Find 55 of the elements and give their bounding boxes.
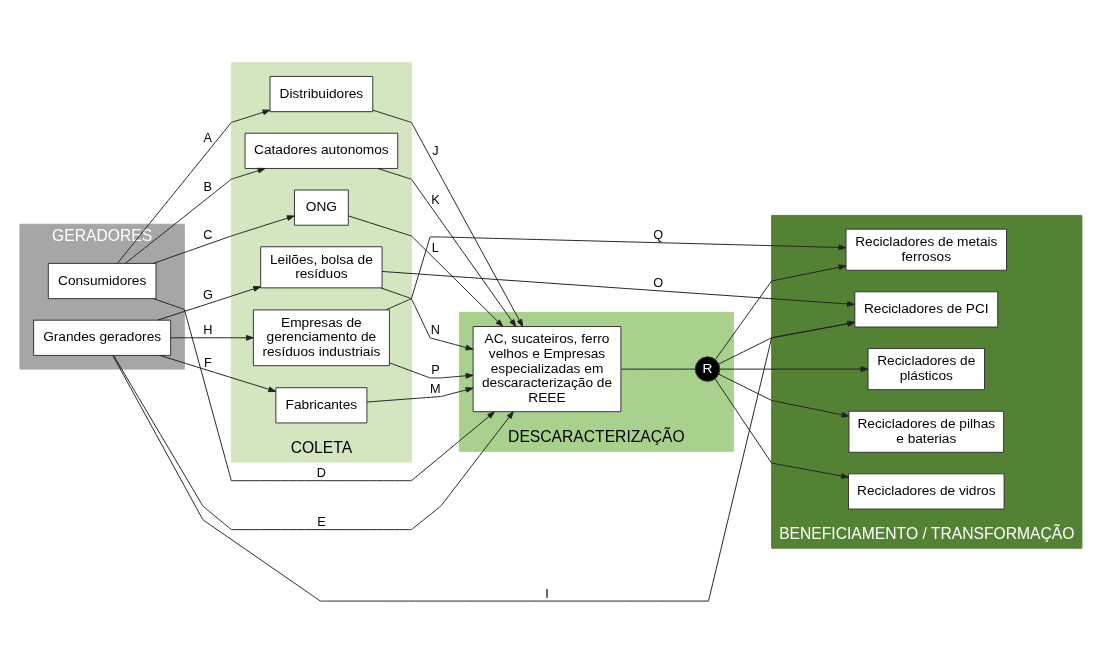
edge-label: E bbox=[317, 514, 326, 530]
edge-label: P bbox=[431, 362, 440, 378]
arrow bbox=[380, 287, 474, 351]
edge-label: Q bbox=[653, 227, 664, 243]
arrow bbox=[124, 167, 266, 264]
node-box: Recicladores de metais ferrosos bbox=[845, 228, 1008, 271]
arrow bbox=[157, 286, 261, 321]
node-box: Recicladores de plásticos bbox=[867, 348, 985, 391]
arrow bbox=[152, 215, 295, 264]
arrow bbox=[117, 109, 271, 264]
arrow bbox=[372, 109, 524, 327]
edge-label: G bbox=[202, 287, 213, 303]
arrow bbox=[718, 373, 850, 418]
arrow bbox=[714, 378, 849, 479]
node-box: Fabricantes bbox=[275, 387, 368, 424]
node-box: Grandes geradores bbox=[33, 319, 172, 356]
arrow bbox=[159, 354, 277, 393]
arrow bbox=[112, 320, 856, 602]
arrow bbox=[366, 387, 474, 403]
edge-label: J bbox=[432, 143, 439, 159]
edge-label: N bbox=[430, 322, 441, 338]
node-box: Catadores autonomos bbox=[244, 132, 399, 169]
edge-label: H bbox=[203, 322, 213, 338]
edge-label: D bbox=[316, 465, 326, 481]
node-box: Recicladores de pilhas e baterias bbox=[848, 410, 1005, 453]
node-box: AC, sucateiros, ferro velhos e Empresas especializadas em descaracterização de REEE bbox=[472, 326, 622, 413]
node-box: Distribuidores bbox=[269, 75, 374, 113]
arrow bbox=[113, 355, 514, 531]
arrow bbox=[389, 362, 474, 379]
arrow bbox=[170, 334, 254, 341]
connector bbox=[620, 368, 696, 370]
arrow bbox=[385, 236, 847, 311]
arrow bbox=[153, 298, 495, 482]
node-box: Recicladores de vidros bbox=[848, 473, 1005, 510]
node-box: ONG bbox=[294, 189, 349, 226]
arrow bbox=[719, 366, 869, 372]
arrow bbox=[715, 264, 847, 360]
node-box: Leilões, bolsa de resíduos bbox=[260, 246, 383, 289]
node-box: Recicladores de PCI bbox=[854, 291, 999, 328]
edge-label: A bbox=[203, 130, 213, 146]
edge-label: L bbox=[431, 240, 439, 256]
arrow bbox=[718, 320, 856, 365]
edge-label: K bbox=[431, 192, 440, 208]
edge-label: C bbox=[203, 227, 213, 243]
edge-label: I bbox=[545, 585, 549, 601]
node-box: Consumidores bbox=[47, 262, 157, 300]
arrow bbox=[377, 168, 517, 327]
node-box: Empresas de gerenciamento de resíduos industriais bbox=[252, 309, 390, 367]
arrow bbox=[348, 215, 504, 327]
edge-label: F bbox=[203, 354, 212, 370]
node-circle: R bbox=[694, 356, 721, 382]
edge-label: M bbox=[430, 380, 441, 396]
edge-label: O bbox=[653, 275, 664, 291]
arrow bbox=[381, 271, 855, 307]
edge-label: B bbox=[203, 179, 213, 195]
